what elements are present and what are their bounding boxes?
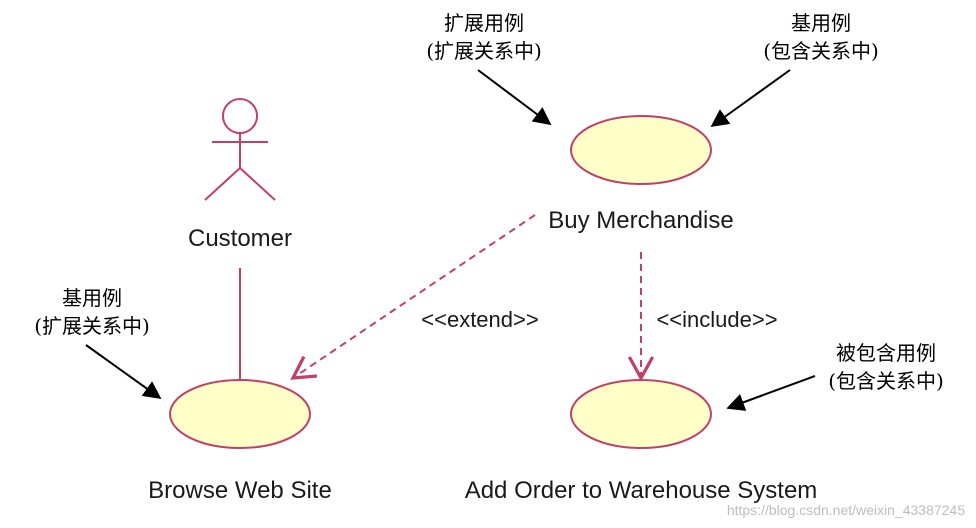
watermark: https://blog.csdn.net/weixin_43387245 [727,502,965,518]
annotation-arrow [477,69,552,126]
actor-customer [204,98,276,201]
annotation-extension-top: 扩展用例 (扩展关系中) [426,11,552,126]
annotation-included-right-line2: (包含关系中) [828,369,944,393]
annotation-base-top-line1: 基用例 [791,11,851,35]
annotation-arrow [85,344,162,400]
annotation-base-left-line1: 基用例 [62,286,122,310]
actor-head [222,98,258,134]
actor-leg-right [239,167,276,201]
extend-stereotype: <<extend>> [421,307,538,332]
use-case-label-buy: Buy Merchandise [548,207,733,234]
annotation-base-top: 基用例 (包含关系中) [710,11,879,128]
annotation-extension-top-line1: 扩展用例 [444,11,524,35]
annotation-base-left-line2: (扩展关系中) [34,314,150,338]
use-case-label-browse: Browse Web Site [148,477,332,504]
include-stereotype: <<include>> [656,307,777,332]
use-case-browse-web-site [169,379,311,449]
annotation-arrow [710,69,791,128]
use-case-buy-merchandise [570,115,712,185]
extend-dependency [290,214,536,380]
annotation-base-left: 基用例 (扩展关系中) [34,286,162,400]
annotation-base-top-line2: (包含关系中) [763,39,879,63]
annotation-arrow [726,375,816,411]
use-case-add-order [570,379,712,449]
actor-leg-left [204,167,241,201]
actor-label: Customer [188,225,292,252]
use-case-label-add-order: Add Order to Warehouse System [465,477,818,504]
annotation-included-right-line1: 被包含用例 [836,341,936,365]
annotation-extension-top-line2: (扩展关系中) [426,39,542,63]
annotation-included-right: 被包含用例 (包含关系中) [726,341,944,411]
